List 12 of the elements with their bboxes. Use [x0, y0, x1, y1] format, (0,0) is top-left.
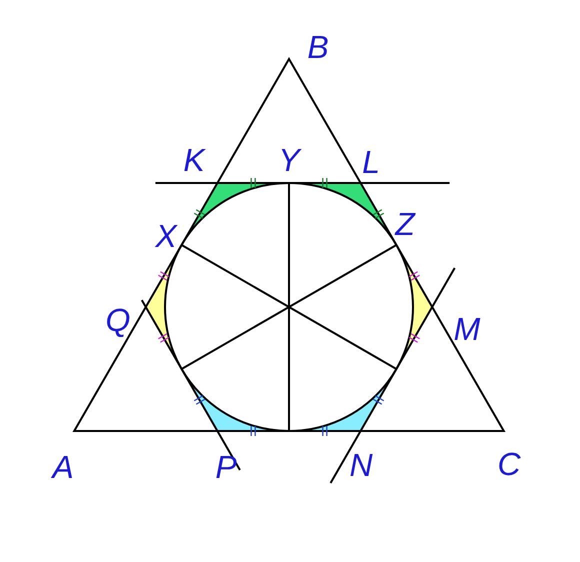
point-label: X [155, 220, 177, 252]
point-label: N [349, 449, 373, 481]
point-label: B [307, 31, 329, 63]
point-label: K [183, 144, 205, 176]
point-label: M [454, 313, 480, 345]
point-label: L [362, 146, 380, 178]
point-label: Q [106, 304, 130, 336]
point-label: P [215, 451, 237, 483]
point-label: Y [278, 144, 300, 176]
point-label: A [52, 451, 74, 483]
point-label: Z [395, 208, 415, 240]
point-label: C [497, 448, 521, 480]
